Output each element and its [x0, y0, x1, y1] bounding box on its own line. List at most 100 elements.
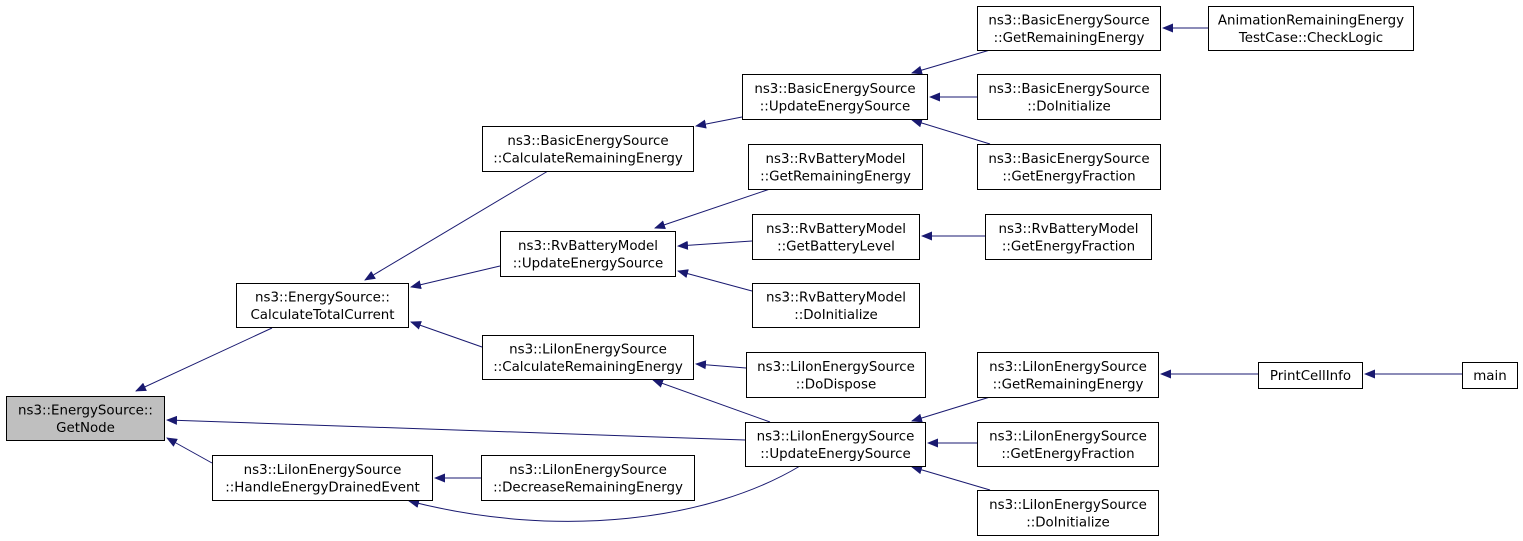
node-label-line: ::DecreaseRemainingEnergy [493, 480, 683, 495]
node-box [977, 6, 1161, 51]
node-box [745, 422, 926, 467]
graph-node-basic-get-fraction[interactable]: ns3::BasicEnergySource::GetEnergyFractio… [977, 144, 1161, 190]
node-label-line: ns3::LiIonEnergySource [509, 342, 667, 357]
graph-node-rv-get-remaining[interactable]: ns3::RvBatteryModel::GetRemainingEnergy [748, 144, 923, 190]
node-box [985, 214, 1152, 260]
node-label-line: ns3::BasicEnergySource [988, 13, 1149, 28]
node-label-line: ::UpdateEnergySource [760, 99, 910, 114]
call-edge-rv_update-to-calc_total_current [410, 265, 501, 290]
graph-node-liion-get-fraction[interactable]: ns3::LiIonEnergySource::GetEnergyFractio… [977, 422, 1159, 467]
node-label-line: ns3::LiIonEnergySource [989, 360, 1147, 375]
graph-node-print-cell-info[interactable]: PrintCellInfo [1258, 362, 1363, 389]
node-box [500, 231, 676, 277]
node-box [212, 455, 433, 501]
node-label-line: ns3::BasicEnergySource [988, 82, 1149, 97]
call-edge-liion_get_remaining-to-liion_update [911, 396, 991, 423]
node-label-line: ::GetBatteryLevel [777, 239, 895, 254]
node-box [1258, 362, 1363, 389]
node-label-line: ::CalculateRemainingEnergy [493, 360, 683, 375]
graph-node-basic-update[interactable]: ns3::BasicEnergySource::UpdateEnergySour… [742, 74, 928, 120]
node-label-line: ns3::LiIonEnergySource [244, 463, 402, 478]
node-box [977, 422, 1159, 467]
graph-node-liion-do-dispose[interactable]: ns3::LiIonEnergySource::DoDispose [746, 352, 926, 398]
node-label-line: ::GetEnergyFraction [1002, 169, 1135, 184]
node-box [236, 283, 409, 328]
graph-node-main[interactable]: main [1462, 362, 1518, 389]
node-label-line: ns3::RvBatteryModel [998, 222, 1138, 237]
node-label-line: ::DoDispose [796, 377, 876, 392]
graph-node-calc-total-current[interactable]: ns3::EnergySource::CalculateTotalCurrent [236, 283, 409, 328]
node-label-line: PrintCellInfo [1270, 369, 1351, 384]
node-label-line: ::DoInitialize [1026, 515, 1110, 530]
node-label-line: TestCase::CheckLogic [1238, 31, 1383, 46]
node-label-line: main [1473, 369, 1506, 384]
call-edge-liion_update-to-getnode [166, 415, 746, 441]
graph-node-getnode[interactable]: ns3::EnergySource::GetNode [6, 396, 165, 441]
node-label-line: ns3::EnergySource:: [18, 403, 153, 418]
graph-node-basic-do-initialize[interactable]: ns3::BasicEnergySource::DoInitialize [977, 74, 1161, 120]
node-label-line: ::GetRemainingEnergy [994, 31, 1145, 46]
graph-node-handle-drained[interactable]: ns3::LiIonEnergySource::HandleEnergyDrai… [212, 455, 433, 501]
node-box [748, 144, 923, 190]
call-edge-liion_update-to-liion_calc_remaining [652, 379, 771, 423]
graph-node-liion-do-initialize[interactable]: ns3::LiIonEnergySource::DoInitialize [977, 490, 1159, 536]
node-label-line: ::CalculateRemainingEnergy [493, 151, 683, 166]
graph-node-rv-get-battery-level[interactable]: ns3::RvBatteryModel::GetBatteryLevel [752, 214, 920, 260]
graph-node-rv-update[interactable]: ns3::RvBatteryModel::UpdateEnergySource [500, 231, 676, 277]
graph-node-rv-do-initialize[interactable]: ns3::RvBatteryModel::DoInitialize [752, 283, 920, 328]
node-label-line: GetNode [56, 421, 115, 436]
edges-layer [135, 23, 1462, 522]
node-box [482, 126, 694, 172]
graph-node-liion-update[interactable]: ns3::LiIonEnergySource::UpdateEnergySour… [745, 422, 926, 467]
node-label-line: ::DoInitialize [794, 308, 878, 323]
call-edge-liion_do_initialize-to-liion_update [911, 465, 991, 491]
call-edge-liion_update-to-handle_drained [408, 465, 801, 522]
call-edge-liion_do_dispose-to-liion_calc_remaining [695, 360, 747, 370]
call-edge-basic_calc_remaining-to-calc_total_current [364, 170, 549, 281]
call-edge-basic_get_fraction-to-basic_update [911, 118, 991, 145]
call-edge-rv_do_initialize-to-rv_update [677, 269, 753, 292]
node-box [752, 214, 920, 260]
graph-node-basic-calc-remaining[interactable]: ns3::BasicEnergySource::CalculateRemaini… [482, 126, 694, 172]
graph-node-basic-get-remaining[interactable]: ns3::BasicEnergySource::GetRemainingEner… [977, 6, 1161, 51]
node-box [977, 490, 1159, 536]
node-label-line: ns3::BasicEnergySource [507, 134, 668, 149]
node-box [977, 74, 1161, 120]
node-label-line: ::GetRemainingEnergy [760, 169, 911, 184]
graph-node-liion-decrease[interactable]: ns3::LiIonEnergySource::DecreaseRemainin… [481, 455, 695, 501]
node-label-line: ns3::LiIonEnergySource [757, 360, 915, 375]
node-label-line: ns3::EnergySource:: [255, 290, 390, 305]
node-label-line: ns3::LiIonEnergySource [989, 498, 1147, 513]
call-edge-rv_get_battery_level-to-rv_update [677, 240, 753, 250]
graph-node-liion-get-remaining[interactable]: ns3::LiIonEnergySource::GetRemainingEner… [977, 352, 1159, 398]
node-label-line: ns3::RvBatteryModel [766, 290, 906, 305]
nodes-layer: ns3::EnergySource::GetNodens3::EnergySou… [6, 6, 1518, 536]
call-edge-liion_calc_remaining-to-calc_total_current [410, 321, 483, 348]
node-label-line: ::UpdateEnergySource [513, 256, 663, 271]
node-label-line: ::GetRemainingEnergy [993, 377, 1144, 392]
node-box [481, 455, 695, 501]
node-label-line: ns3::BasicEnergySource [988, 152, 1149, 167]
call-edge-basic_get_remaining-to-basic_update [911, 49, 991, 75]
graph-node-rv-get-fraction[interactable]: ns3::RvBatteryModel::GetEnergyFraction [985, 214, 1152, 260]
node-label-line: ns3::RvBatteryModel [518, 239, 658, 254]
node-label-line: ::UpdateEnergySource [760, 447, 910, 462]
call-edge-calc_total_current-to-getnode [135, 327, 273, 392]
call-edge-basic_update-to-basic_calc_remaining [695, 116, 743, 129]
graph-node-liion-calc-remaining[interactable]: ns3::LiIonEnergySource::CalculateRemaini… [482, 335, 694, 380]
node-label-line: ns3::RvBatteryModel [765, 152, 905, 167]
node-label-line: CalculateTotalCurrent [250, 308, 394, 323]
node-label-line: ::HandleEnergyDrainedEvent [225, 480, 419, 495]
node-box [746, 352, 926, 398]
node-label-line: ns3::LiIonEnergySource [509, 463, 667, 478]
call-edge-handle_drained-to-getnode [166, 437, 213, 464]
node-label-line: ns3::RvBatteryModel [766, 222, 906, 237]
node-box [742, 74, 928, 120]
graph-node-anim-check-logic[interactable]: AnimationRemainingEnergyTestCase::CheckL… [1208, 6, 1414, 51]
call-edge-rv_get_remaining-to-rv_update [654, 188, 771, 230]
node-box [977, 352, 1159, 398]
node-box [482, 335, 694, 380]
node-label-line: ns3::LiIonEnergySource [989, 429, 1147, 444]
node-label-line: ns3::BasicEnergySource [754, 82, 915, 97]
